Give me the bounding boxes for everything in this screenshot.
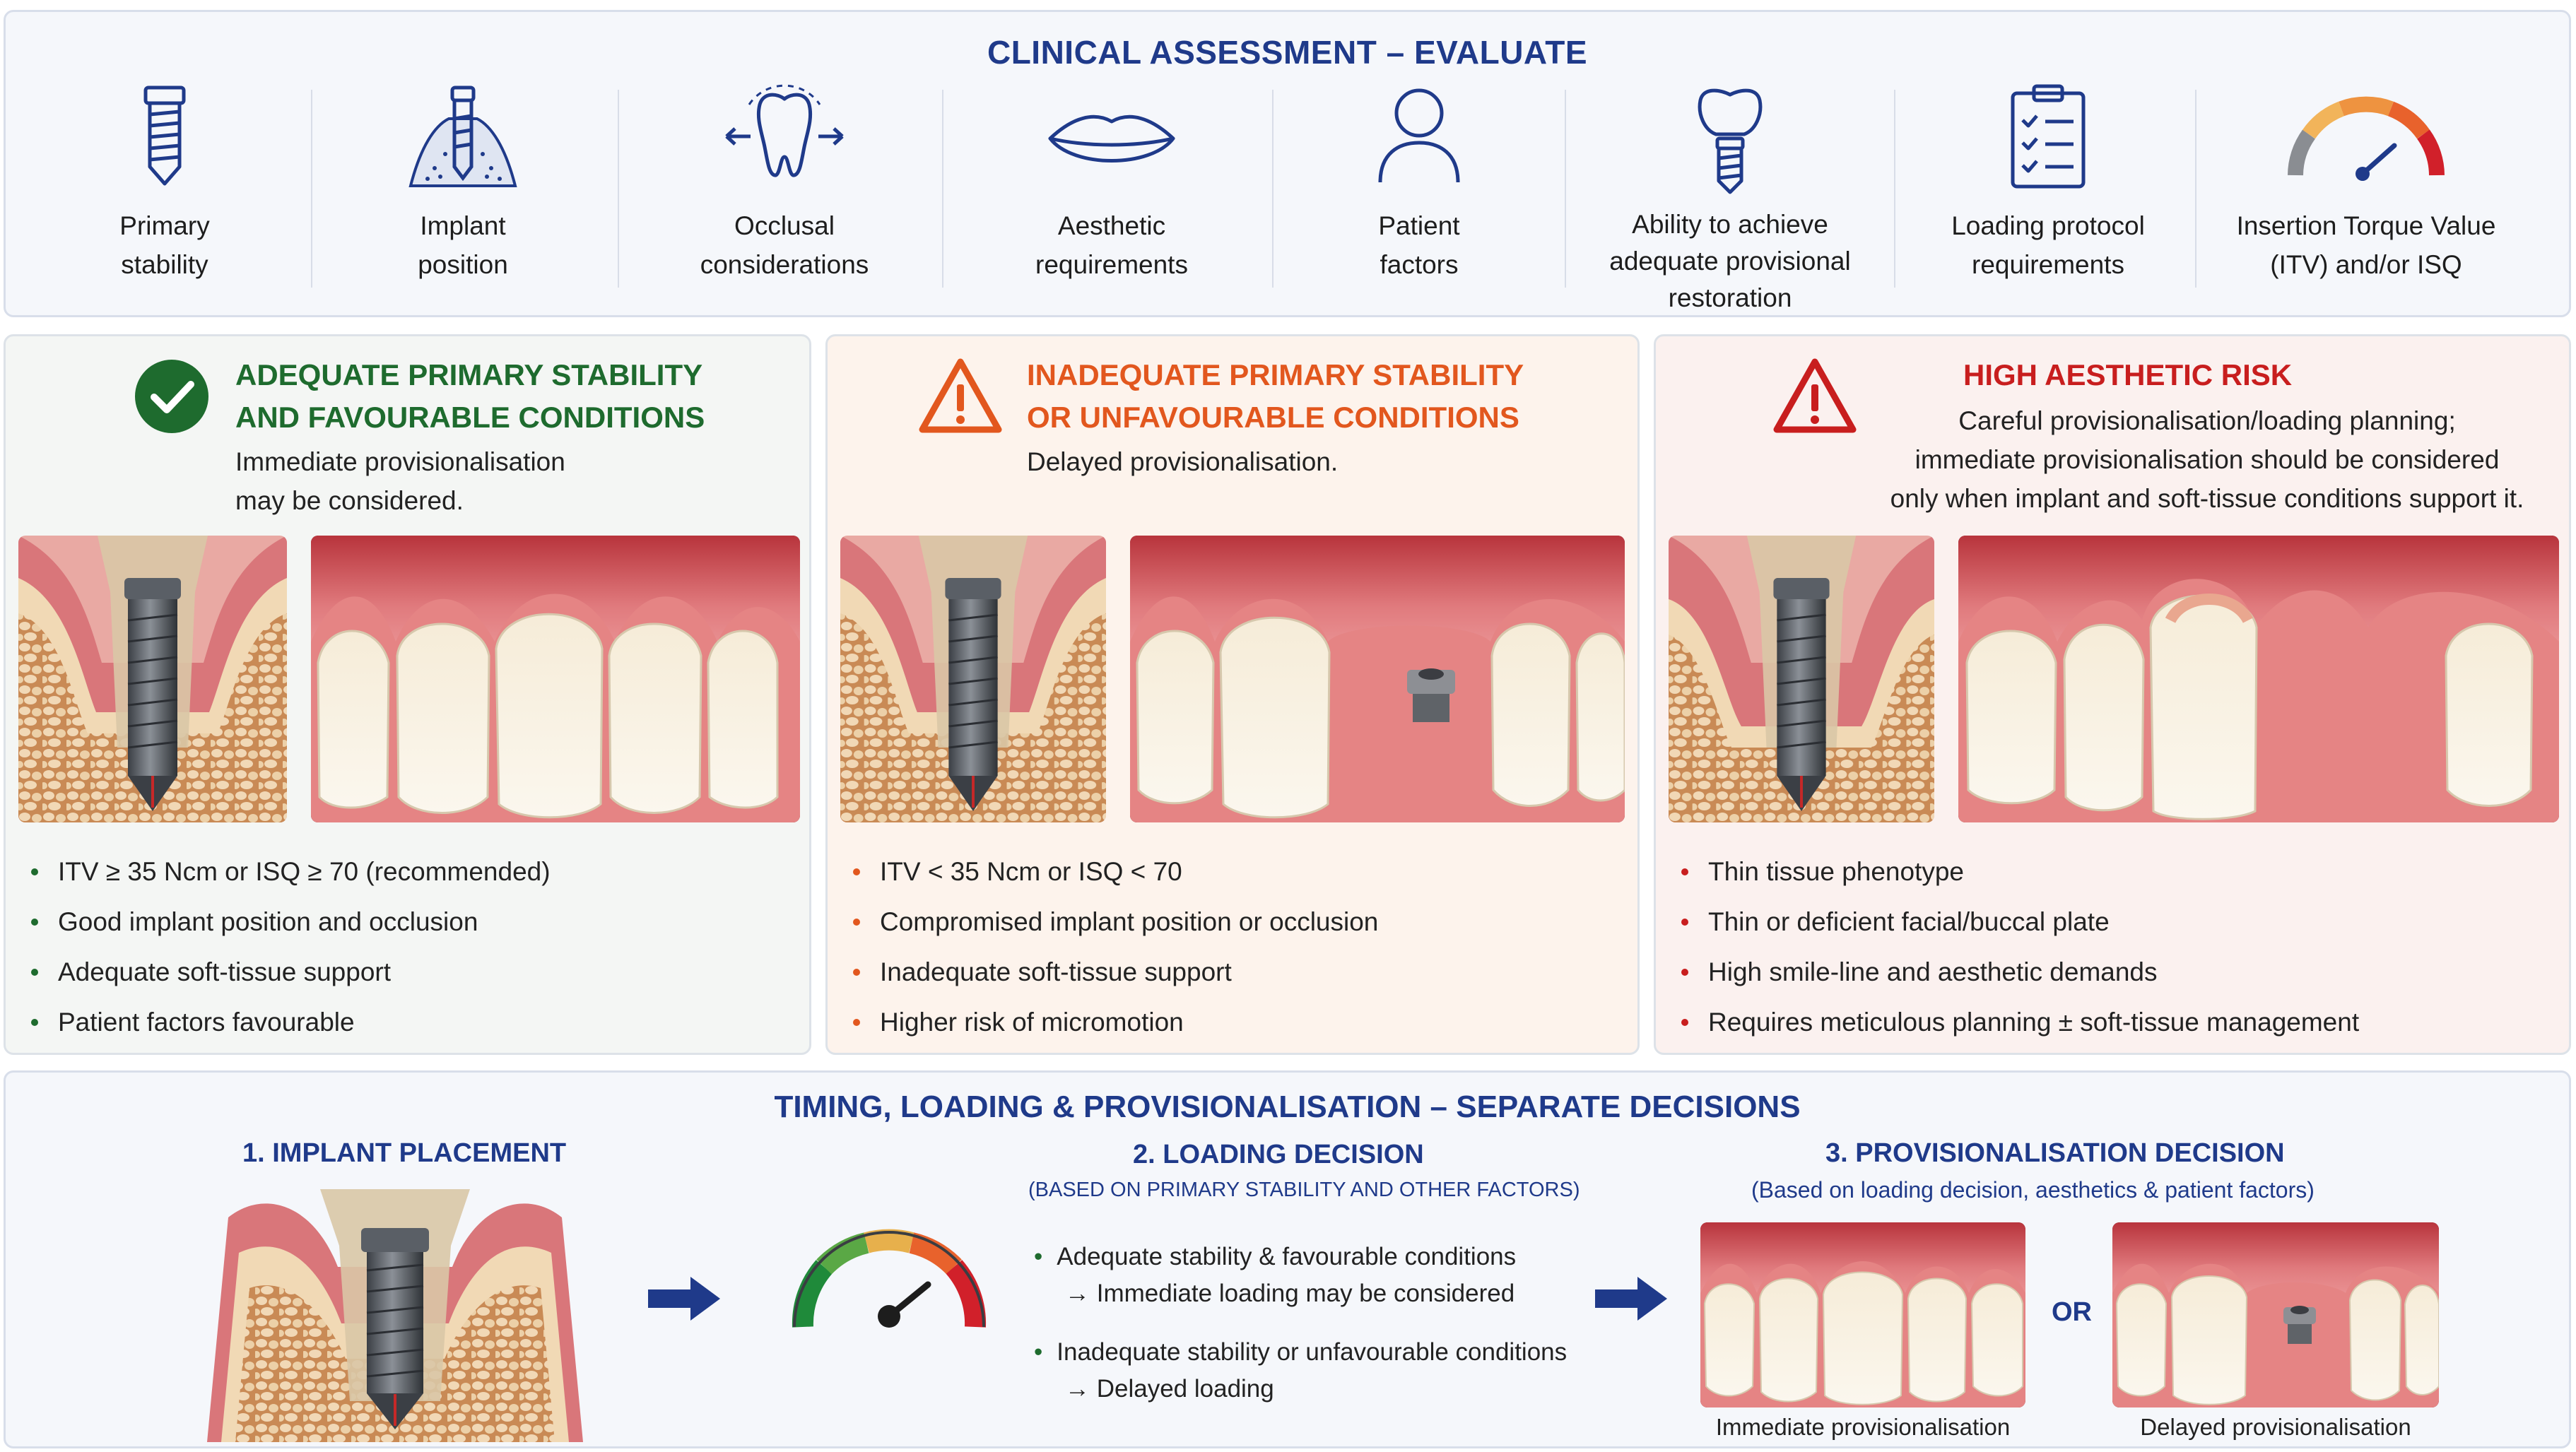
assessment-title: CLINICAL ASSESSMENT – EVALUATE xyxy=(987,34,1588,71)
unfavourable-heading: INADEQUATE PRIMARY STABILITY OR UNFAVOUR… xyxy=(1027,358,1524,434)
step-loading-decision-subtitle: (BASED ON PRIMARY STABILITY AND OTHER FA… xyxy=(1028,1179,1580,1201)
list-item: ITV < 35 Ncm or ISQ < 70 xyxy=(849,846,1623,897)
criterion-label: Ability to achieve adequate provisional … xyxy=(1609,210,1851,312)
divider xyxy=(618,90,619,288)
criterion-patient: Patient factors xyxy=(1334,79,1504,312)
criterion-implant-position: Implant position xyxy=(375,79,551,312)
divider xyxy=(942,90,943,288)
bullet-dot-icon: • xyxy=(1034,1338,1043,1366)
unfavourable-subtext: Delayed provisionalisation. xyxy=(1027,447,1339,476)
list-item: Higher risk of micromotion xyxy=(849,997,1623,1047)
criterion-primary-stability: Primary stability xyxy=(76,79,253,312)
criterion-loading-protocol: Loading protocol requirements xyxy=(1928,79,2168,312)
lips-icon xyxy=(1048,114,1175,163)
favourable-heading: ADEQUATE PRIMARY STABILITY AND FAVOURABL… xyxy=(235,358,705,434)
list-item: Patient factors favourable xyxy=(27,997,795,1047)
clinical-assessment-panel: CLINICAL ASSESSMENT – EVALUATE Primary s… xyxy=(4,10,2571,317)
criterion-provisional-restoration: Ability to achieve adequate provisional … xyxy=(1589,79,1871,312)
favourable-bullets: ITV ≥ 35 Ncm or ISQ ≥ 70 (recommended) G… xyxy=(27,846,795,1047)
tooth-occlusion-icon xyxy=(725,84,844,177)
torque-gauge-icon xyxy=(2288,96,2445,181)
favourable-scenario-panel: ADEQUATE PRIMARY STABILITY AND FAVOURABL… xyxy=(4,334,811,1055)
list-item: High smile-line and aesthetic demands xyxy=(1677,947,2555,997)
aesthetic-risk-subtext: Careful provisionalisation/loading plann… xyxy=(1890,406,2524,513)
aesthetic-risk-clinical-photo xyxy=(1958,536,2559,822)
loading-gauge-icon xyxy=(792,1229,987,1328)
arrow-right-icon xyxy=(648,1277,720,1321)
clipboard-checklist-icon xyxy=(2011,84,2086,189)
criterion-label: Insertion Torque Value (ITV) and/or ISQ xyxy=(2236,211,2496,279)
list-item: Compromised implant position or occlusio… xyxy=(849,897,1623,947)
high-aesthetic-risk-panel: HIGH AESTHETIC RISK Careful provisionali… xyxy=(1654,334,2571,1055)
criterion-label: Occlusal considerations xyxy=(700,211,869,279)
immediate-provisional-clinical-photo xyxy=(311,536,800,822)
criterion-label: Primary stability xyxy=(119,211,210,279)
list-item: Thin tissue phenotype xyxy=(1677,846,2555,897)
divider xyxy=(1272,90,1274,288)
step-implant-placement-title: 1. IMPLANT PLACEMENT xyxy=(242,1138,567,1168)
implant-screw-icon xyxy=(143,85,186,186)
implant-cross-section-image xyxy=(18,536,287,822)
loading-option-unfavourable: •Inadequate stability or unfavourable co… xyxy=(1034,1338,1568,1403)
step-provisionalisation-subtitle: (Based on loading decision, aesthetics &… xyxy=(1751,1177,2315,1203)
list-item: Inadequate soft-tissue support xyxy=(849,947,1623,997)
check-circle-icon xyxy=(135,360,208,433)
implant-placement-image xyxy=(207,1189,583,1442)
criterion-itv-isq: Insertion Torque Value (ITV) and/or ISQ xyxy=(2211,79,2522,312)
bullet-dot-icon: • xyxy=(1034,1243,1043,1270)
step-loading-decision-title: 2. LOADING DECISION xyxy=(1133,1140,1424,1169)
delayed-provisional-clinical-photo xyxy=(1130,536,1625,822)
criterion-occlusal: Occlusal considerations xyxy=(678,79,890,312)
immediate-provisionalisation-caption: Immediate provisionalisation xyxy=(1715,1414,2011,1440)
list-item: Adequate soft-tissue support xyxy=(27,947,795,997)
implant-crown-icon xyxy=(1698,88,1763,194)
immediate-provisionalisation-photo xyxy=(1700,1222,2025,1407)
implant-cross-section-image xyxy=(1669,536,1934,822)
list-item: Requires meticulous planning ± soft-tiss… xyxy=(1677,997,2555,1047)
divider xyxy=(311,90,312,288)
divider xyxy=(2195,90,2196,288)
criterion-label: Patient factors xyxy=(1378,211,1460,279)
delayed-provisionalisation-caption: Delayed provisionalisation xyxy=(2140,1414,2411,1440)
warning-triangle-icon xyxy=(1773,358,1857,433)
list-item: ITV ≥ 35 Ncm or ISQ ≥ 70 (recommended) xyxy=(27,846,795,897)
patient-icon xyxy=(1378,88,1460,183)
step-provisionalisation-title: 3. PROVISIONALISATION DECISION xyxy=(1825,1138,2285,1168)
timing-title: TIMING, LOADING & PROVISIONALISATION – S… xyxy=(774,1090,1801,1124)
divider xyxy=(1894,90,1895,288)
divider xyxy=(1565,90,1566,288)
criterion-aesthetic: Aesthetic requirements xyxy=(1009,79,1214,312)
list-item: Thin or deficient facial/buccal plate xyxy=(1677,897,2555,947)
criterion-label: Loading protocol requirements xyxy=(1951,211,2145,279)
favourable-subtext: Immediate provisionalisation may be cons… xyxy=(235,447,565,515)
arrow-right-icon xyxy=(1595,1277,1667,1321)
timing-decisions-panel: TIMING, LOADING & PROVISIONALISATION – S… xyxy=(4,1070,2571,1448)
unfavourable-bullets: ITV < 35 Ncm or ISQ < 70 Compromised imp… xyxy=(849,846,1623,1047)
delayed-provisionalisation-photo xyxy=(2112,1222,2439,1407)
loading-option-favourable: •Adequate stability & favourable conditi… xyxy=(1034,1243,1517,1307)
aesthetic-risk-heading: HIGH AESTHETIC RISK xyxy=(1963,358,2293,391)
aesthetic-risk-bullets: Thin tissue phenotype Thin or deficient … xyxy=(1677,846,2555,1047)
unfavourable-scenario-panel: INADEQUATE PRIMARY STABILITY OR UNFAVOUR… xyxy=(825,334,1640,1055)
criterion-label: Aesthetic requirements xyxy=(1035,211,1188,279)
implant-in-bone-icon xyxy=(408,85,517,187)
implant-cross-section-image xyxy=(840,536,1106,822)
warning-triangle-icon xyxy=(919,358,1002,433)
list-item: Good implant position and occlusion xyxy=(27,897,795,947)
or-label: OR xyxy=(2052,1297,2092,1327)
criterion-label: Implant position xyxy=(418,211,508,279)
